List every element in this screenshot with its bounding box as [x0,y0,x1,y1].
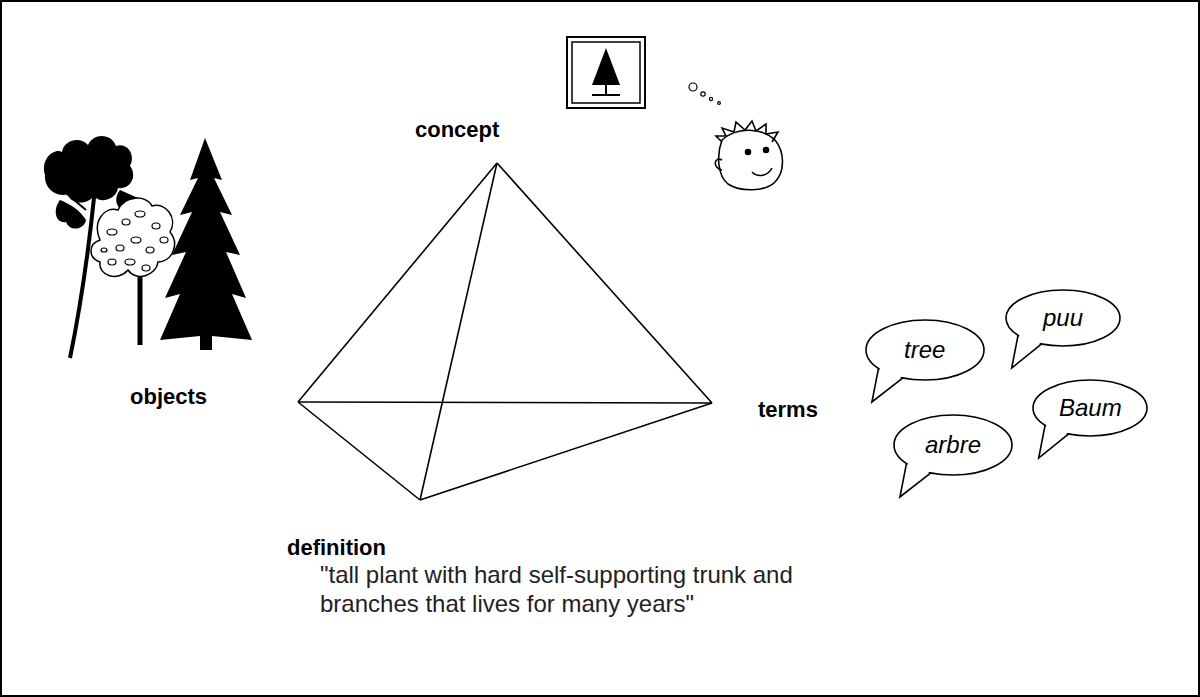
thought-dots [689,83,720,104]
definition-text: "tall plant with hard self-supporting tr… [320,560,890,618]
vertex-label: terms [758,397,818,423]
term-text: tree [904,336,945,364]
speech-bubble: tree [864,318,986,382]
speech-bubble: arbre [892,413,1014,477]
vertex-label: objects [130,384,207,410]
speech-bubble: Baum [1031,378,1149,438]
tree-objects [44,136,252,358]
term-text: Baum [1059,394,1122,422]
tetrahedron [298,163,712,500]
vertex-label: concept [415,117,499,143]
term-text: arbre [925,431,981,459]
concept-icon [567,37,645,108]
thinking-face [715,121,782,190]
vertex-label: definition [287,535,386,561]
term-text: puu [1043,304,1083,332]
speech-bubble: puu [1004,288,1122,348]
